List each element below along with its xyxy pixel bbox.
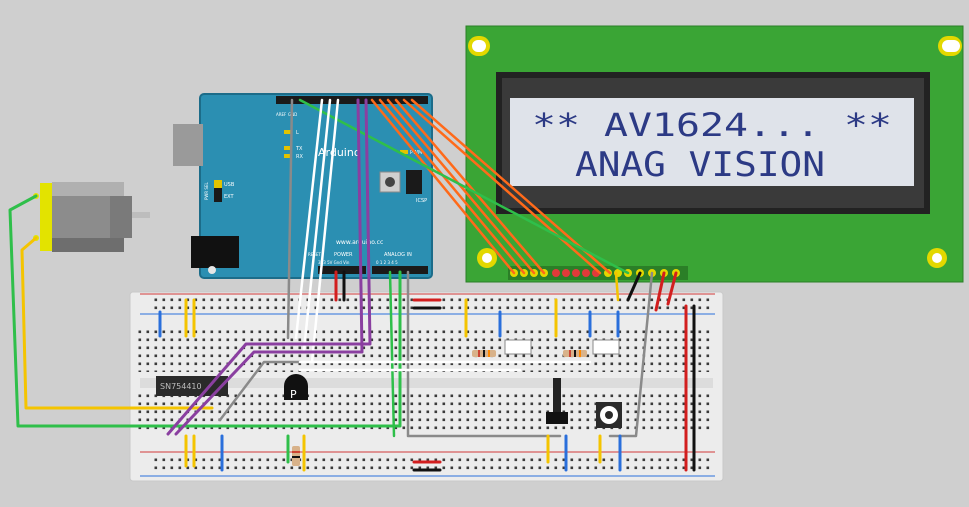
wire-gray-1 [286, 98, 294, 340]
top-power-rail [150, 296, 710, 312]
lcd-wire-orange-6 [410, 98, 612, 275]
bottom-power-rail [150, 456, 710, 472]
trimmer-potentiometer[interactable] [596, 402, 622, 428]
power-jack [191, 236, 239, 268]
slide-potentiometer[interactable] [546, 378, 568, 424]
lcd-module: ** AV1624... ** ANAG VISION [465, 25, 964, 283]
label-icsp: ICSP [416, 198, 427, 204]
label-tx: TX [295, 146, 303, 152]
lcd-screen [510, 98, 914, 186]
wires [8, 98, 696, 472]
ic-label: SN754410 [160, 382, 202, 391]
icsp-header [406, 170, 422, 194]
motor-driver-ic: SN754410 [156, 376, 228, 396]
lcd-wire-orange-3 [386, 98, 536, 275]
wire-white-1 [294, 98, 324, 340]
wire-white-2 [302, 98, 332, 352]
label-l: L [296, 130, 299, 136]
lcd-wire-orange-1 [370, 98, 516, 275]
label-rx: RX [296, 154, 303, 160]
lcd-line-2: ANAG VISION [575, 145, 825, 185]
lcd-wire-green [298, 98, 630, 275]
digital-header [276, 96, 428, 104]
wire-gray-analog [406, 270, 562, 438]
label-analog-in: ANALOG IN [384, 252, 412, 258]
dc-motor [33, 182, 150, 252]
wire-gray-2 [218, 360, 302, 422]
transistor: P [284, 374, 308, 401]
lcd-wire-black [626, 271, 642, 302]
usb-connector [173, 124, 203, 166]
label-pwr-sel: PWR SEL [204, 182, 209, 200]
pushbutton-1[interactable] [504, 339, 532, 355]
label-ext: EXT [224, 194, 234, 200]
label-analog-pins: 0 1 2 3 4 5 [376, 260, 398, 265]
lcd-wire-orange-4 [394, 98, 546, 275]
analog-header [372, 266, 428, 274]
pushbutton-2[interactable] [592, 339, 620, 355]
label-usb: USB [224, 182, 235, 188]
power-header [318, 266, 366, 274]
label-aref: AREF [276, 112, 287, 117]
resistor-1 [472, 350, 496, 357]
motor-wire-green [8, 194, 402, 428]
lcd-line-1: ** AV1624... ** [532, 106, 892, 144]
wire-green-analog [388, 270, 396, 438]
center-channel [140, 378, 713, 388]
lcd-wire-yellow [614, 271, 620, 302]
arduino-logo: Arduino [318, 146, 361, 159]
motor-wire-yellow [20, 236, 214, 410]
label-power: POWER [334, 252, 353, 258]
resistor-2 [563, 350, 587, 357]
lcd-wire-orange-2 [378, 98, 526, 275]
arduino-board: Arduino www.arduino.cc AREF GND L TX RX … [173, 93, 433, 279]
label-power-pins: 3V3 5V Gnd Vin [318, 260, 350, 265]
wire-purple-1 [174, 98, 364, 436]
terminal-strip-top [138, 330, 714, 372]
lcd-wire-red-2 [666, 271, 678, 306]
wire-purple-2 [166, 98, 372, 436]
resistor-3 [292, 446, 300, 466]
lcd-wire-red-1 [654, 271, 666, 312]
lcd-wire-orange-5 [402, 98, 602, 275]
wire-white-3 [310, 98, 340, 364]
transistor-label: P [290, 388, 297, 401]
